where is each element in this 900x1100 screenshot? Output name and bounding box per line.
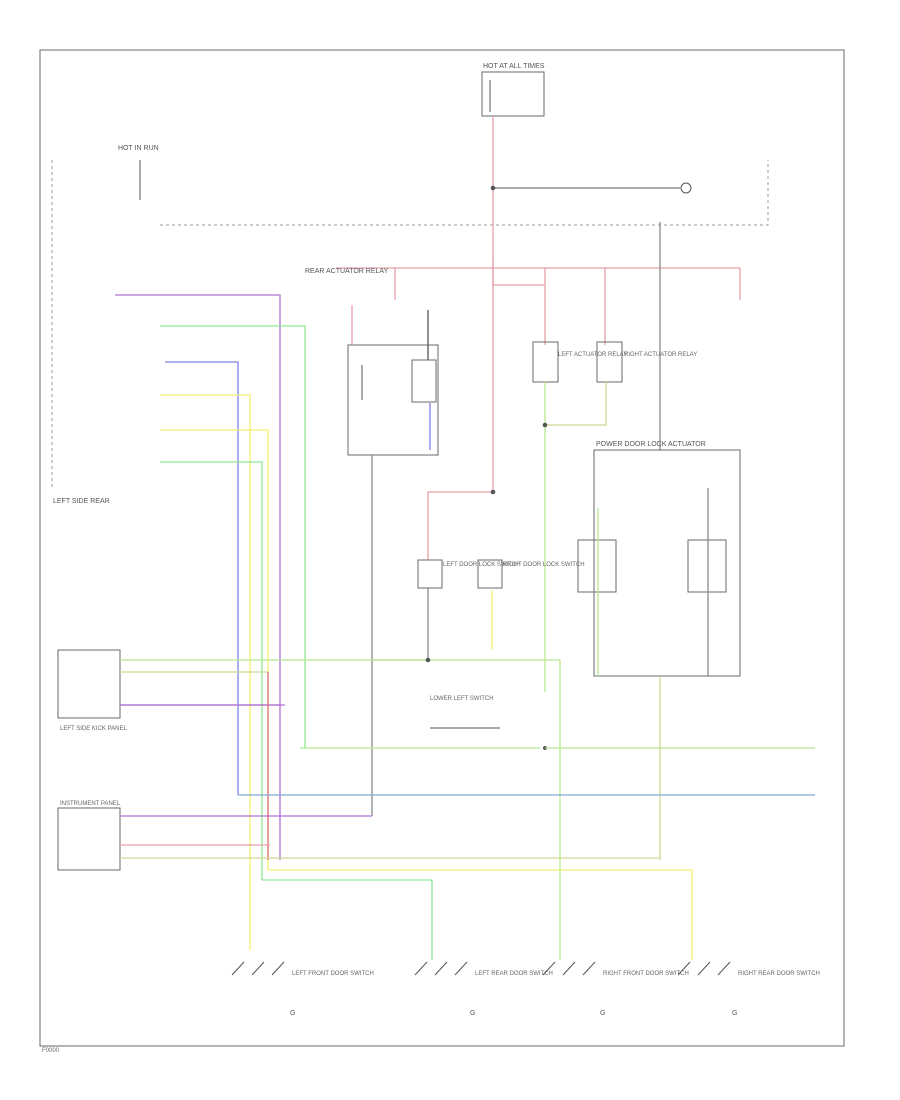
right-front-door-switch-label: RIGHT FRONT DOOR SWITCH: [603, 971, 689, 977]
right-actuator-relay: RIGHT ACTUATOR RELAY: [596, 341, 697, 383]
hot-at-all-times-label: HOT AT ALL TIMES: [483, 63, 545, 70]
right-door-lock-switch: RIGHT DOOR LOCK SWITCH: [477, 559, 585, 589]
right-front-door-switch: RIGHT FRONT DOOR SWITCH G: [542, 961, 689, 1017]
left-front-door-switch-label: LEFT FRONT DOOR SWITCH: [292, 971, 374, 977]
left-rear-door-switch: LEFT REAR DOOR SWITCH G: [414, 961, 553, 1017]
left-side-kick-panel-label: LEFT SIDE KICK PANEL: [60, 726, 127, 732]
ground-symbol-3: G: [600, 1010, 605, 1017]
power-door-lock-actuator: POWER DOOR LOCK ACTUATOR: [577, 441, 741, 677]
left-door-lock-switch: LEFT DOOR LOCK SWITCH: [417, 559, 521, 589]
instrument-panel-label: INSTRUMENT PANEL: [60, 801, 121, 807]
right-rear-door-switch-label: RIGHT REAR DOOR SWITCH: [738, 971, 820, 977]
connector-dot: [542, 422, 548, 428]
left-kick-panel-connector: LEFT SIDE KICK PANEL: [57, 649, 127, 732]
dashed-boundary: [160, 160, 769, 226]
instrument-panel-connector: INSTRUMENT PANEL: [57, 801, 121, 871]
ground-symbol-2: G: [470, 1010, 475, 1017]
diagram-frame: [39, 49, 845, 1047]
rear-actuator-relay: REAR ACTUATOR RELAY: [305, 268, 439, 456]
power-door-lock-actuator-label: POWER DOOR LOCK ACTUATOR: [596, 441, 706, 448]
left-door-lock-switch-label: LEFT DOOR LOCK SWITCH: [443, 562, 521, 568]
terminal-circle: [680, 182, 692, 194]
connector-dot: [490, 489, 496, 495]
connector-dot: [490, 185, 496, 191]
fuse-block-top: HOT AT ALL TIMES: [481, 63, 545, 117]
left-side-rear-label: LEFT SIDE REAR: [53, 498, 110, 505]
right-actuator-relay-label: RIGHT ACTUATOR RELAY: [624, 352, 697, 358]
left-actuator-relay: LEFT ACTUATOR RELAY: [532, 341, 627, 383]
rear-actuator-relay-label: REAR ACTUATOR RELAY: [305, 268, 389, 275]
hot-in-run-label: HOT IN RUN: [118, 145, 159, 152]
corner-code: F0000: [42, 1048, 60, 1054]
lower-left-switch-label: LOWER LEFT SWITCH: [430, 696, 494, 702]
right-rear-door-switch: RIGHT REAR DOOR SWITCH G: [677, 961, 820, 1017]
left-actuator-relay-label: LEFT ACTUATOR RELAY: [558, 352, 627, 358]
left-wire-fan: [115, 294, 306, 950]
connector-dot: [425, 657, 431, 663]
red-bus: [336, 262, 741, 560]
ground-symbol-4: G: [732, 1010, 737, 1017]
lower-left-switch: LOWER LEFT SWITCH: [300, 696, 547, 750]
left-rear-door-switch-label: LEFT REAR DOOR SWITCH: [475, 971, 553, 977]
right-door-lock-switch-label: RIGHT DOOR LOCK SWITCH: [503, 562, 585, 568]
left-front-door-switch: LEFT FRONT DOOR SWITCH G: [231, 961, 374, 1017]
ground-symbol-1: G: [290, 1010, 295, 1017]
